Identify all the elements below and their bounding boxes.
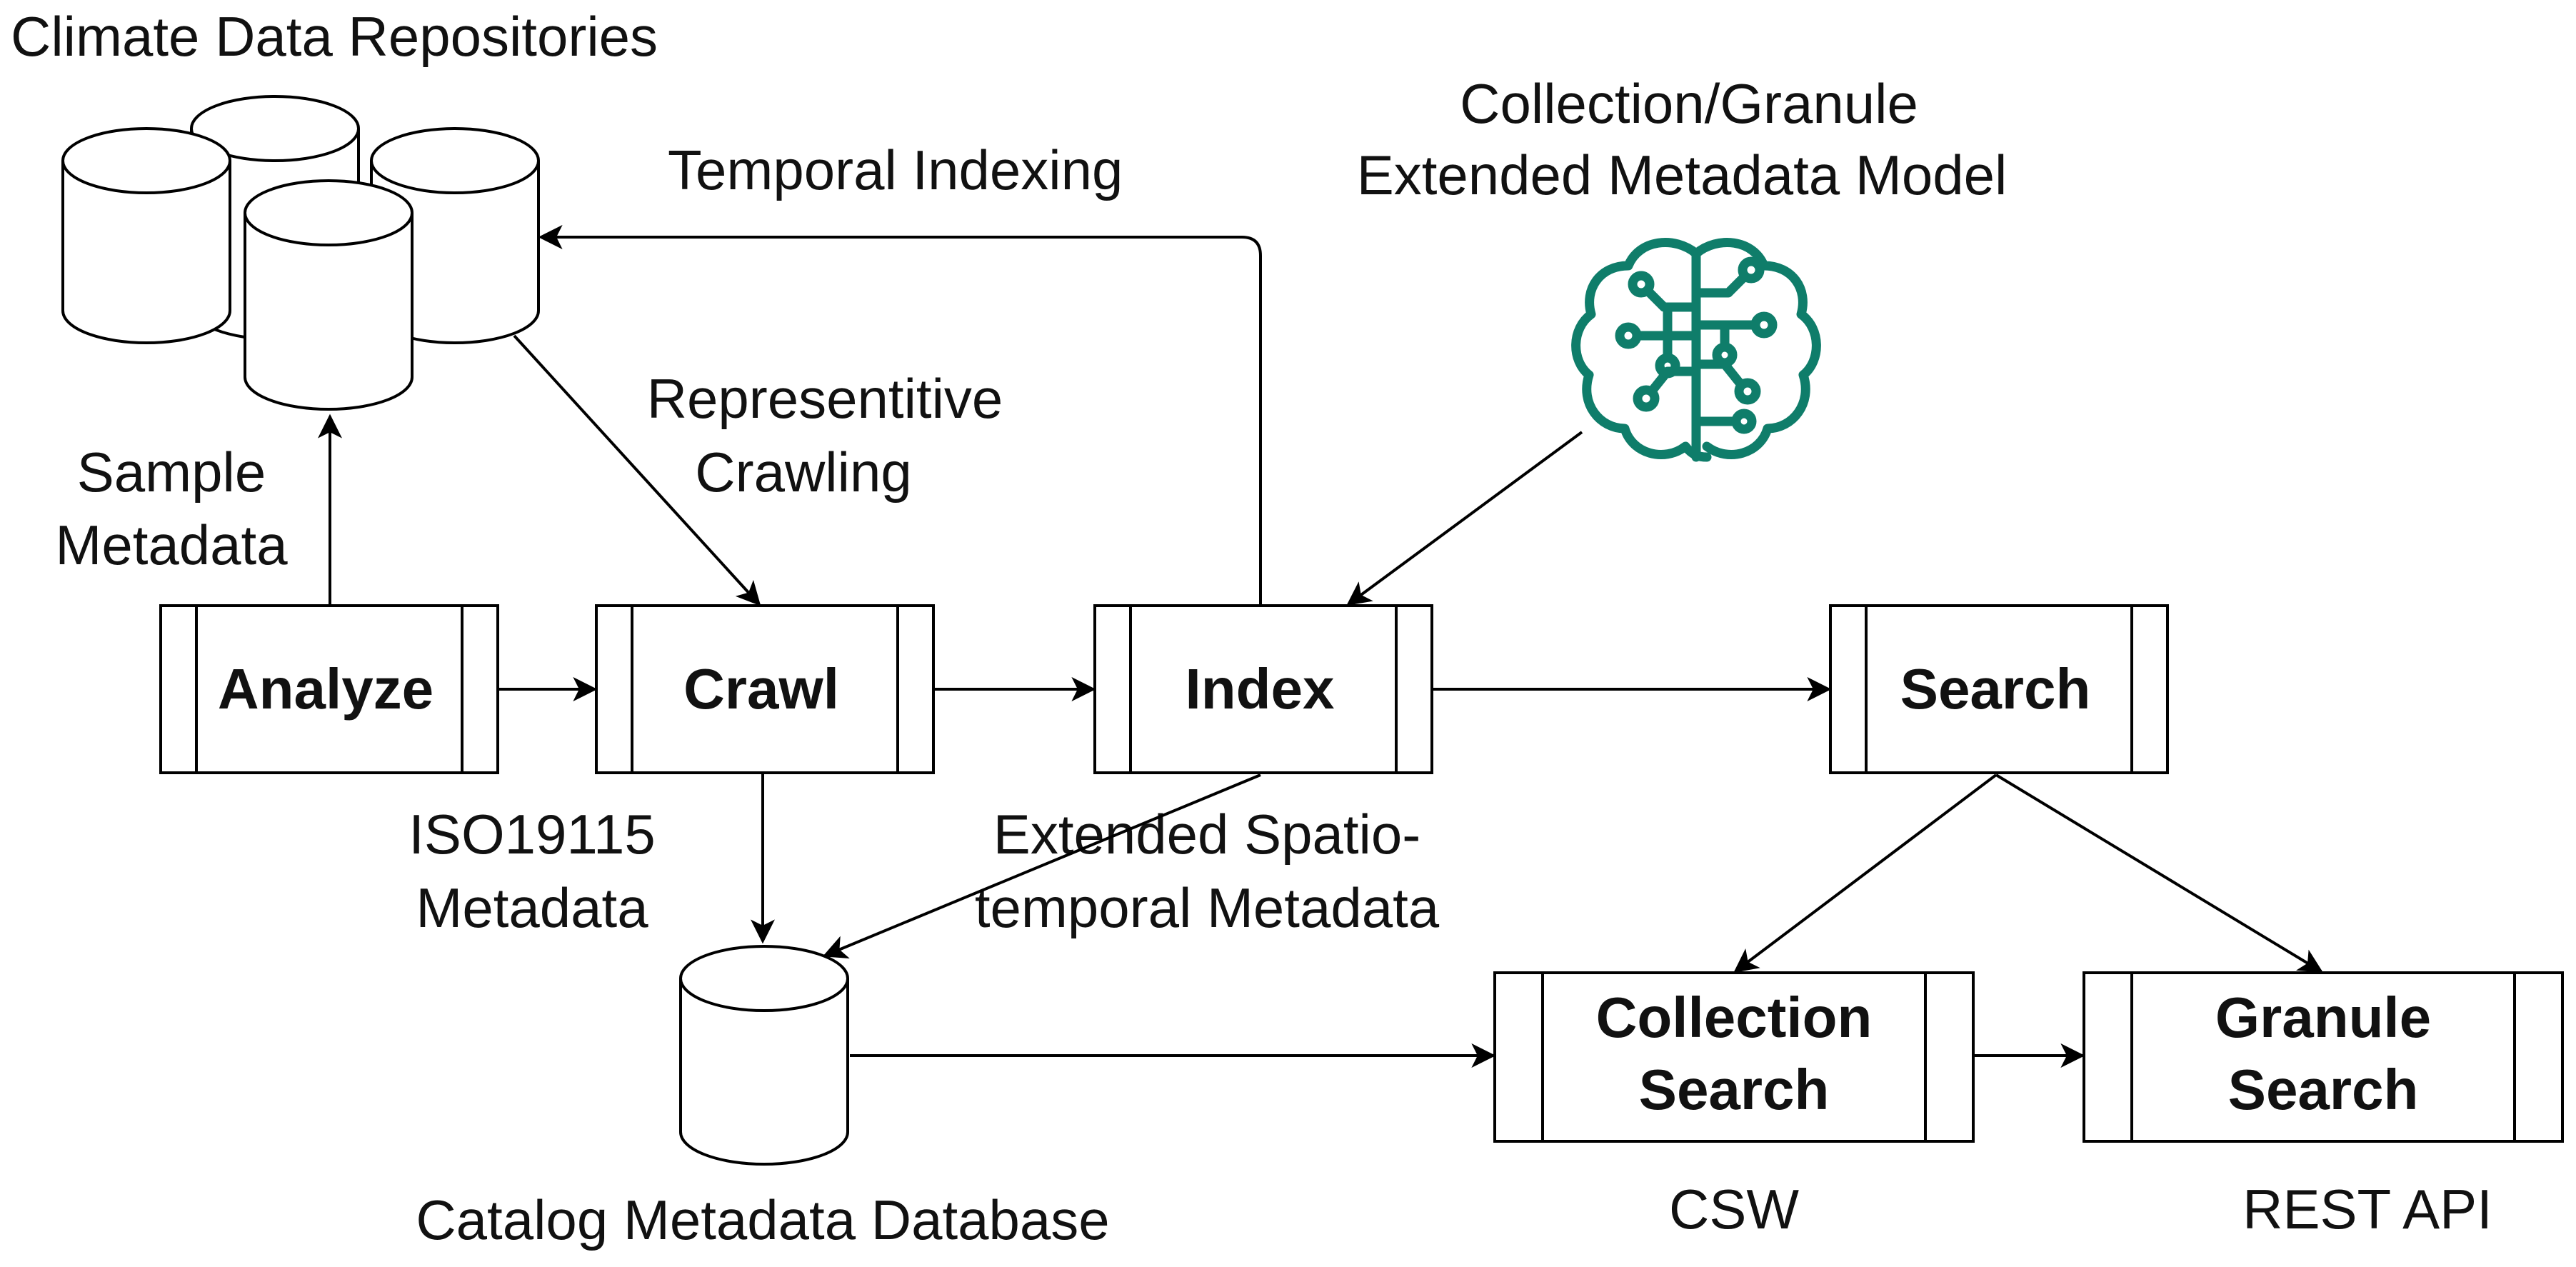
temporal-indexing-label: Temporal Indexing <box>668 139 1123 201</box>
collection-search-label-line2: Search <box>1639 1058 1830 1121</box>
analyze-label: Analyze <box>218 657 433 721</box>
climate-repos-title: Climate Data Repositories <box>11 5 658 68</box>
granule-search-process <box>2083 971 2564 1143</box>
sample-metadata-line2: Metadata <box>55 514 288 576</box>
crawl-label: Crawl <box>683 657 839 721</box>
arrow-representative-crawling <box>513 334 761 606</box>
index-label: Index <box>1186 657 1335 721</box>
sample-metadata-line1: Sample <box>77 441 266 504</box>
arrow-extended-metadata <box>822 773 1261 958</box>
extended-metadata-line2: temporal Metadata <box>975 876 1440 939</box>
arrow-search-collection <box>1733 773 1998 973</box>
rest-api-label: REST API <box>2242 1178 2492 1241</box>
analyze-process <box>159 604 499 774</box>
representative-crawling-line1: Representitive <box>647 367 1003 430</box>
iso-metadata-line1: ISO19115 <box>409 803 655 866</box>
repository-cylinder-2 <box>61 127 231 344</box>
database-cluster-icon <box>61 95 540 411</box>
collection-search-label-line1: Collection <box>1596 986 1873 1049</box>
model-label-line1: Collection/Granule <box>1460 72 1918 135</box>
granule-search-label-line1: Granule <box>2215 986 2431 1049</box>
arrow-model-index <box>1346 431 1583 606</box>
arrow-temporal-indexing <box>538 225 1262 606</box>
csw-label: CSW <box>1669 1178 1799 1241</box>
iso-metadata-line2: Metadata <box>416 876 648 939</box>
brain-circuit-icon <box>1571 238 1821 462</box>
catalog-db-label: Catalog Metadata Database <box>416 1188 1109 1251</box>
representative-crawling-line2: Crawling <box>695 441 911 504</box>
search-process <box>1829 604 2169 774</box>
extended-metadata-line1: Extended Spatio- <box>993 803 1420 866</box>
repository-cylinder-4 <box>244 179 414 411</box>
index-process <box>1093 604 1433 774</box>
granule-search-label-line2: Search <box>2228 1058 2419 1121</box>
catalog-database-icon <box>679 945 849 1166</box>
model-label-line2: Extended Metadata Model <box>1357 144 2008 206</box>
arrow-search-granule <box>1995 773 2323 973</box>
search-label: Search <box>1900 657 2091 721</box>
